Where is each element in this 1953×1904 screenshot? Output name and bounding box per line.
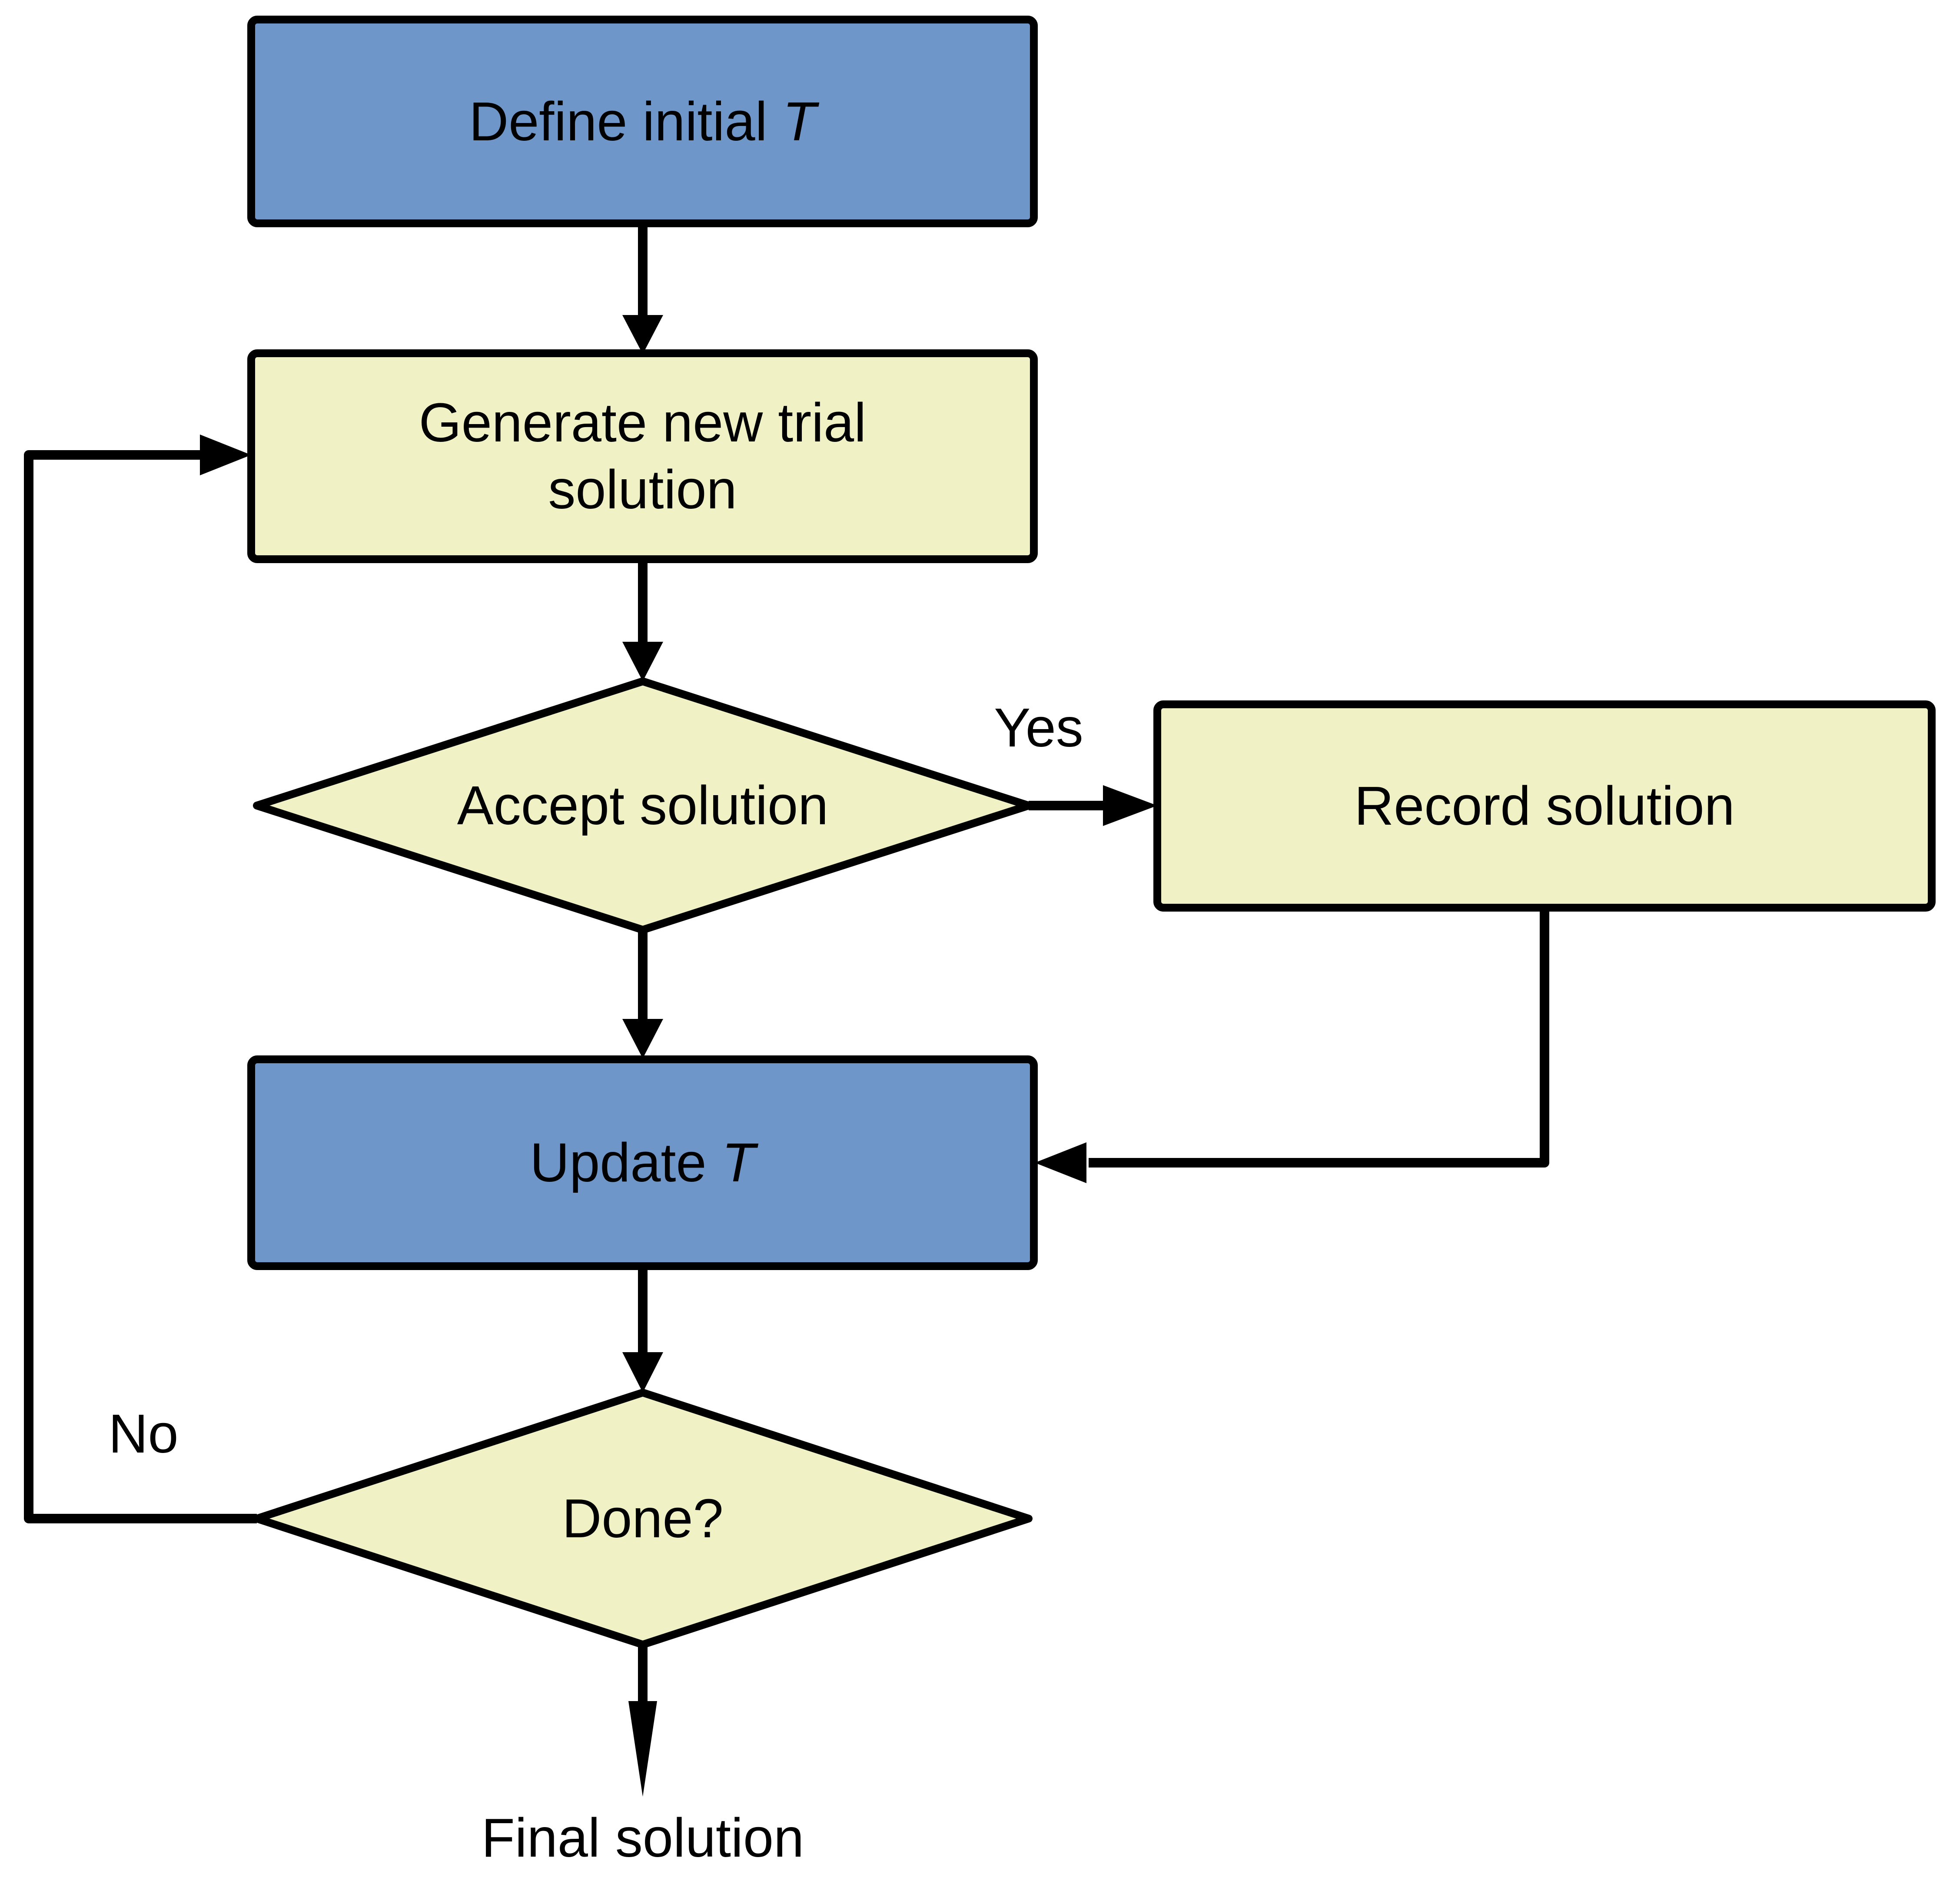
arrowhead-down-icon [622,1352,663,1393]
node-update-t-box [247,1055,1038,1270]
arrow-accept-to-record-yes [1029,785,1157,826]
node-record-solution-box [1153,700,1936,912]
arrowhead-right-icon [200,435,251,475]
arrow-accept-to-update [622,930,663,1058]
node-accept-solution-diamond [253,677,1033,934]
arrowhead-down-icon [622,315,663,354]
arrow-define-to-generate [622,223,663,354]
node-define-initial-t-box [247,16,1038,227]
arrow-line [24,450,257,1523]
arrowhead-right-icon [1103,785,1157,826]
arrow-generate-to-accept [622,559,663,681]
node-generate-trial-box [247,349,1038,563]
arrow-done-to-generate-no-loop [24,435,257,1523]
arrow-done-to-final [628,1645,657,1797]
node-done-diamond [253,1389,1033,1649]
arrow-line [1089,908,1549,1168]
arrowhead-left-icon [1035,1142,1086,1183]
arrowhead-down-icon [622,642,663,681]
arrow-update-to-done [622,1266,663,1393]
arrow-record-to-update [1035,908,1549,1183]
arrowhead-down-icon [622,1019,663,1058]
arrowhead-down-long-icon [628,1701,657,1797]
